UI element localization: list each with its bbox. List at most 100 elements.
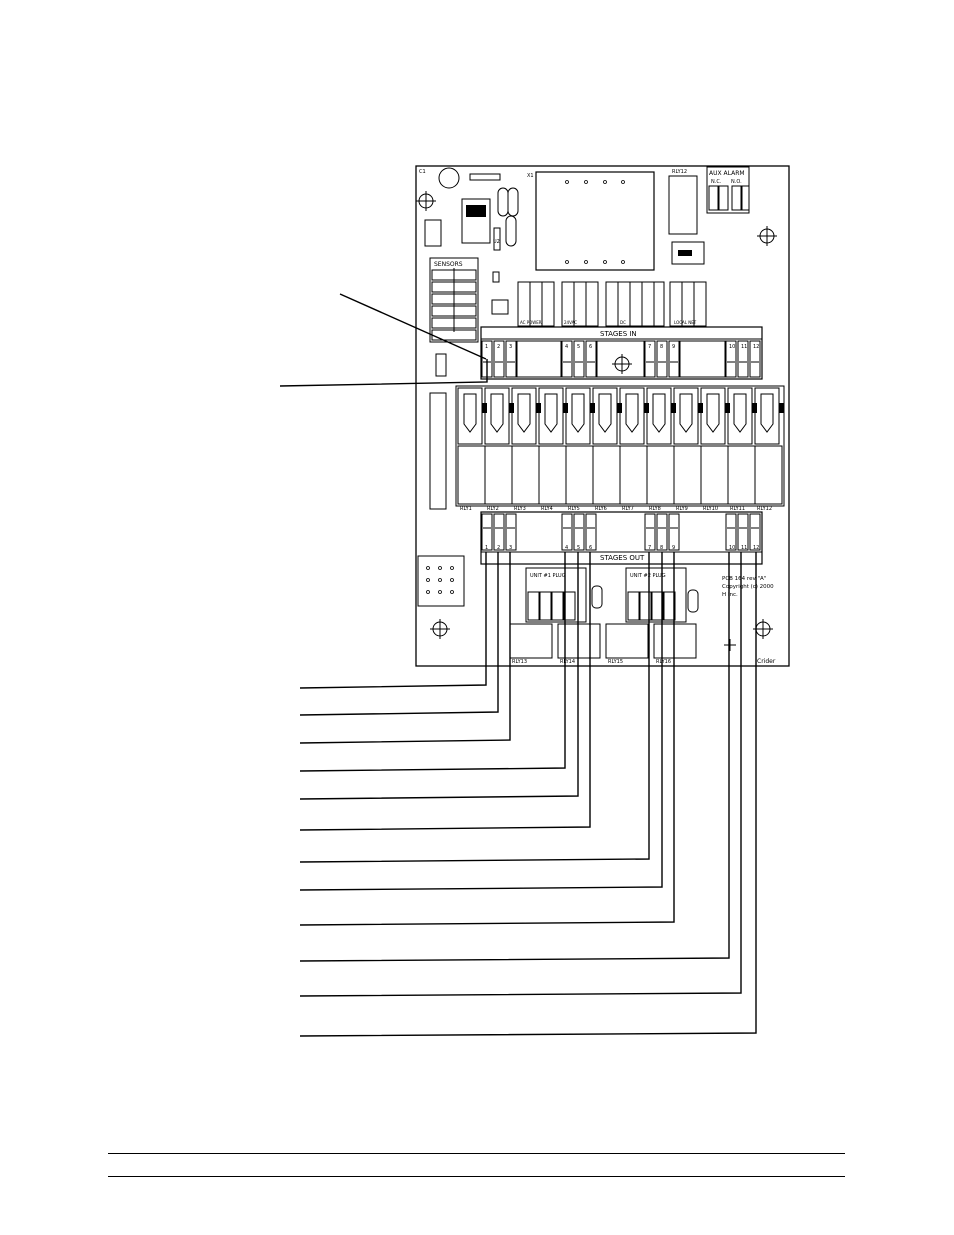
fuse [760,393,774,433]
fuse-clip [779,403,784,413]
stage-out-leader [299,552,663,891]
relay-label: RLY12 [757,506,772,512]
relay-13-label: RLY13 [512,659,527,665]
relay-body [457,445,486,505]
copyright-line-2: Copyright (c) 2000 [722,584,774,590]
fuse-holder [457,387,483,445]
relay-15-label: RLY15 [608,659,623,665]
stage-in-terminal-number: 10 [729,344,735,350]
stage-in-terminal-number: 11 [741,344,747,350]
fuse-holder [727,387,753,445]
alarm-term-nc: N.C. [711,179,722,185]
relay-body [673,445,702,505]
relay-label: RLY1 [460,506,472,512]
connector-small [424,219,442,247]
relay-body [592,445,621,505]
unit2-label: UNIT #2 PLUG [630,573,666,579]
stage-out-leader [299,552,757,1037]
relay-label: RLY4 [541,506,553,512]
mount-hole-icon [430,619,450,639]
stages-in-block [480,326,763,380]
signature: Crider [757,658,776,665]
fuse-holder [484,387,510,445]
stage-out-terminal [585,513,597,551]
svg-text:C1: C1 [419,169,426,175]
switch-sw1 [461,198,491,244]
mount-hole-icon [612,354,632,374]
small-cross-icon [724,639,736,651]
jumper-header [469,173,501,181]
stage-out-leader [299,552,730,962]
relay-14-label: RLY14 [560,659,575,665]
fuse-holder [538,387,564,445]
stage-out-leader [299,552,499,716]
stages-in-label: STAGES IN [600,330,637,338]
stages-out-label: STAGES OUT [600,554,645,562]
stage-out-leader [299,552,742,997]
ic-label: U2 [493,239,500,245]
stage-out-terminal-number: 3 [509,545,512,551]
relay-label: RLY7 [622,506,634,512]
mount-hole-icon [416,191,436,211]
fuse-holder [565,387,591,445]
stage-out-terminal [668,513,680,551]
fuse [733,393,747,433]
transformer [535,171,655,271]
stage-out-terminal-number: 10 [729,545,735,551]
fuse [544,393,558,433]
fuse-holder [511,387,537,445]
stage-in-terminal-number: 1 [485,344,488,350]
relay-13 [509,623,553,659]
buzzer [438,167,460,189]
stage-out-terminal-number: 4 [565,545,568,551]
relay-body [754,445,783,505]
relay-label: RLY6 [595,506,607,512]
stage-out-terminal [505,513,517,551]
stage-in-terminal [749,340,761,378]
stage-out-leader [299,552,675,926]
stage-in-terminal-number: 2 [497,344,500,350]
fuse-holder [646,387,672,445]
stage-in-terminal-number: 3 [509,344,512,350]
stage-in-terminal [644,340,656,378]
fuse-holder [754,387,780,445]
fuse-holder [592,387,618,445]
fuse [679,393,693,433]
relay-label: RLY3 [514,506,526,512]
stage-out-terminal-number: 7 [648,545,651,551]
pcb-outline [415,165,790,667]
stage-in-terminal-number: 5 [577,344,580,350]
stage-out-terminal-number: 5 [577,545,580,551]
relay-body [511,445,540,505]
power-terminal-blocks [517,281,707,327]
copyright-line-3: H Inc. [722,592,738,598]
stage-out-terminal-number: 1 [485,545,488,551]
alarm-label: AUX ALARM [709,170,745,177]
fuse-holder [673,387,699,445]
stage-out-terminal-number: 8 [660,545,663,551]
dc-label: DC [620,320,626,325]
relay-body [484,445,513,505]
top-relay [668,175,698,235]
mount-hole-icon [757,226,777,246]
fuse [598,393,612,433]
stage-out-terminal-number: 2 [497,545,500,551]
stage-out-terminal [644,513,656,551]
relay-label: RLY8 [649,506,661,512]
relay-16-label: RLY16 [656,659,671,665]
relay-body [646,445,675,505]
relay-label: RLY5 [568,506,580,512]
relay-15 [605,623,649,659]
stage-out-leader [299,552,579,800]
stage-out-terminal [725,513,737,551]
crystal-label: X1 [527,173,534,179]
stage-out-terminal [656,513,668,551]
sensors-label: SENSORS [434,261,463,268]
terminal-group-gap [516,340,562,378]
stage-out-leader [299,552,487,689]
fuse [571,393,585,433]
stage-out-terminal [573,513,585,551]
